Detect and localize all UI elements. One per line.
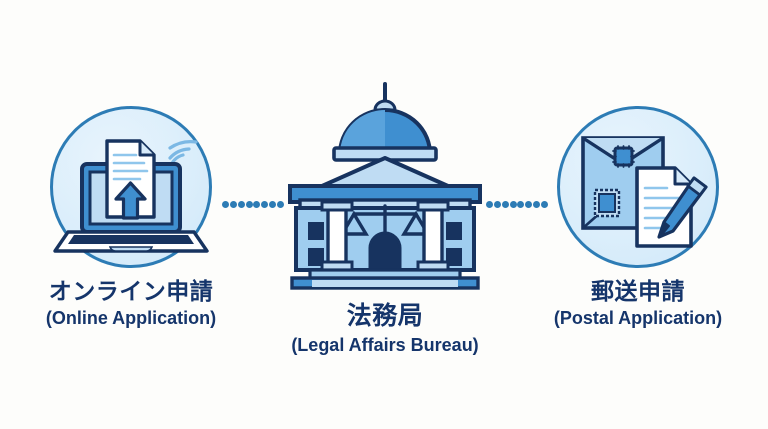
- label-jp-bureau: 法務局: [346, 302, 424, 330]
- connector-dot: [501, 200, 509, 208]
- online-application-circle: [50, 106, 212, 268]
- legal-affairs-bureau-icon-wrap: [270, 82, 500, 292]
- document-text-lines: [112, 153, 149, 181]
- cupola: [373, 99, 397, 112]
- laptop-document-upload-icon: [53, 139, 209, 253]
- connector-dot: [261, 200, 269, 208]
- label-en-online: (Online Application): [45, 308, 217, 329]
- connector-dot: [509, 200, 517, 208]
- connector-dot: [517, 200, 525, 208]
- connector-dot: [276, 200, 284, 208]
- dome-highlight: [340, 110, 385, 154]
- seal-notches: [612, 145, 635, 168]
- window: [446, 248, 462, 266]
- government-building-icon: [288, 82, 482, 290]
- connector-dot: [533, 200, 541, 208]
- connector-dot: [237, 200, 245, 208]
- node-online-application[interactable]: オンライン申請 (Online Application): [38, 106, 224, 329]
- connector-dot: [525, 200, 533, 208]
- connector-dot: [222, 200, 229, 208]
- keyboard-strip: [68, 235, 194, 244]
- label-en-postal: (Postal Application): [553, 308, 723, 329]
- online-application-labels: オンライン申請 (Online Application): [46, 278, 216, 329]
- connector-right-dotted-line: [486, 198, 548, 210]
- window: [308, 222, 324, 240]
- connector-dot: [540, 200, 548, 208]
- trackpad: [108, 246, 154, 252]
- columns: [320, 200, 450, 273]
- window: [308, 248, 324, 266]
- connector-dot: [493, 200, 501, 208]
- label-jp-online: オンライン申請: [48, 278, 214, 304]
- document-corner-fold: [673, 168, 691, 186]
- step-inner: [312, 280, 458, 287]
- connector-dot: [253, 200, 261, 208]
- upload-arrow-icon: [114, 181, 147, 220]
- envelope-document-pen-icon: [581, 136, 708, 248]
- wax-seal-icon: [613, 146, 634, 167]
- stamp-inner: [598, 193, 616, 213]
- connector-dot: [245, 200, 253, 208]
- node-legal-affairs-bureau[interactable]: 法務局 (Legal Affairs Bureau): [270, 82, 500, 356]
- pen-icon: [657, 176, 708, 239]
- window: [446, 222, 462, 240]
- connector-dot: [229, 200, 237, 208]
- postal-application-labels: 郵送申請 (Postal Application): [554, 278, 722, 329]
- label-jp-postal: 郵送申請: [591, 278, 685, 304]
- label-en-bureau: (Legal Affairs Bureau): [291, 334, 479, 355]
- doorway: [368, 231, 402, 272]
- postal-application-circle: [557, 106, 719, 268]
- connector-left-dotted-line: [222, 198, 284, 210]
- connector-dot: [269, 200, 277, 208]
- node-postal-application[interactable]: 郵送申請 (Postal Application): [545, 106, 731, 329]
- legal-affairs-bureau-labels: 法務局 (Legal Affairs Bureau): [291, 302, 478, 356]
- connector-dot: [486, 200, 493, 208]
